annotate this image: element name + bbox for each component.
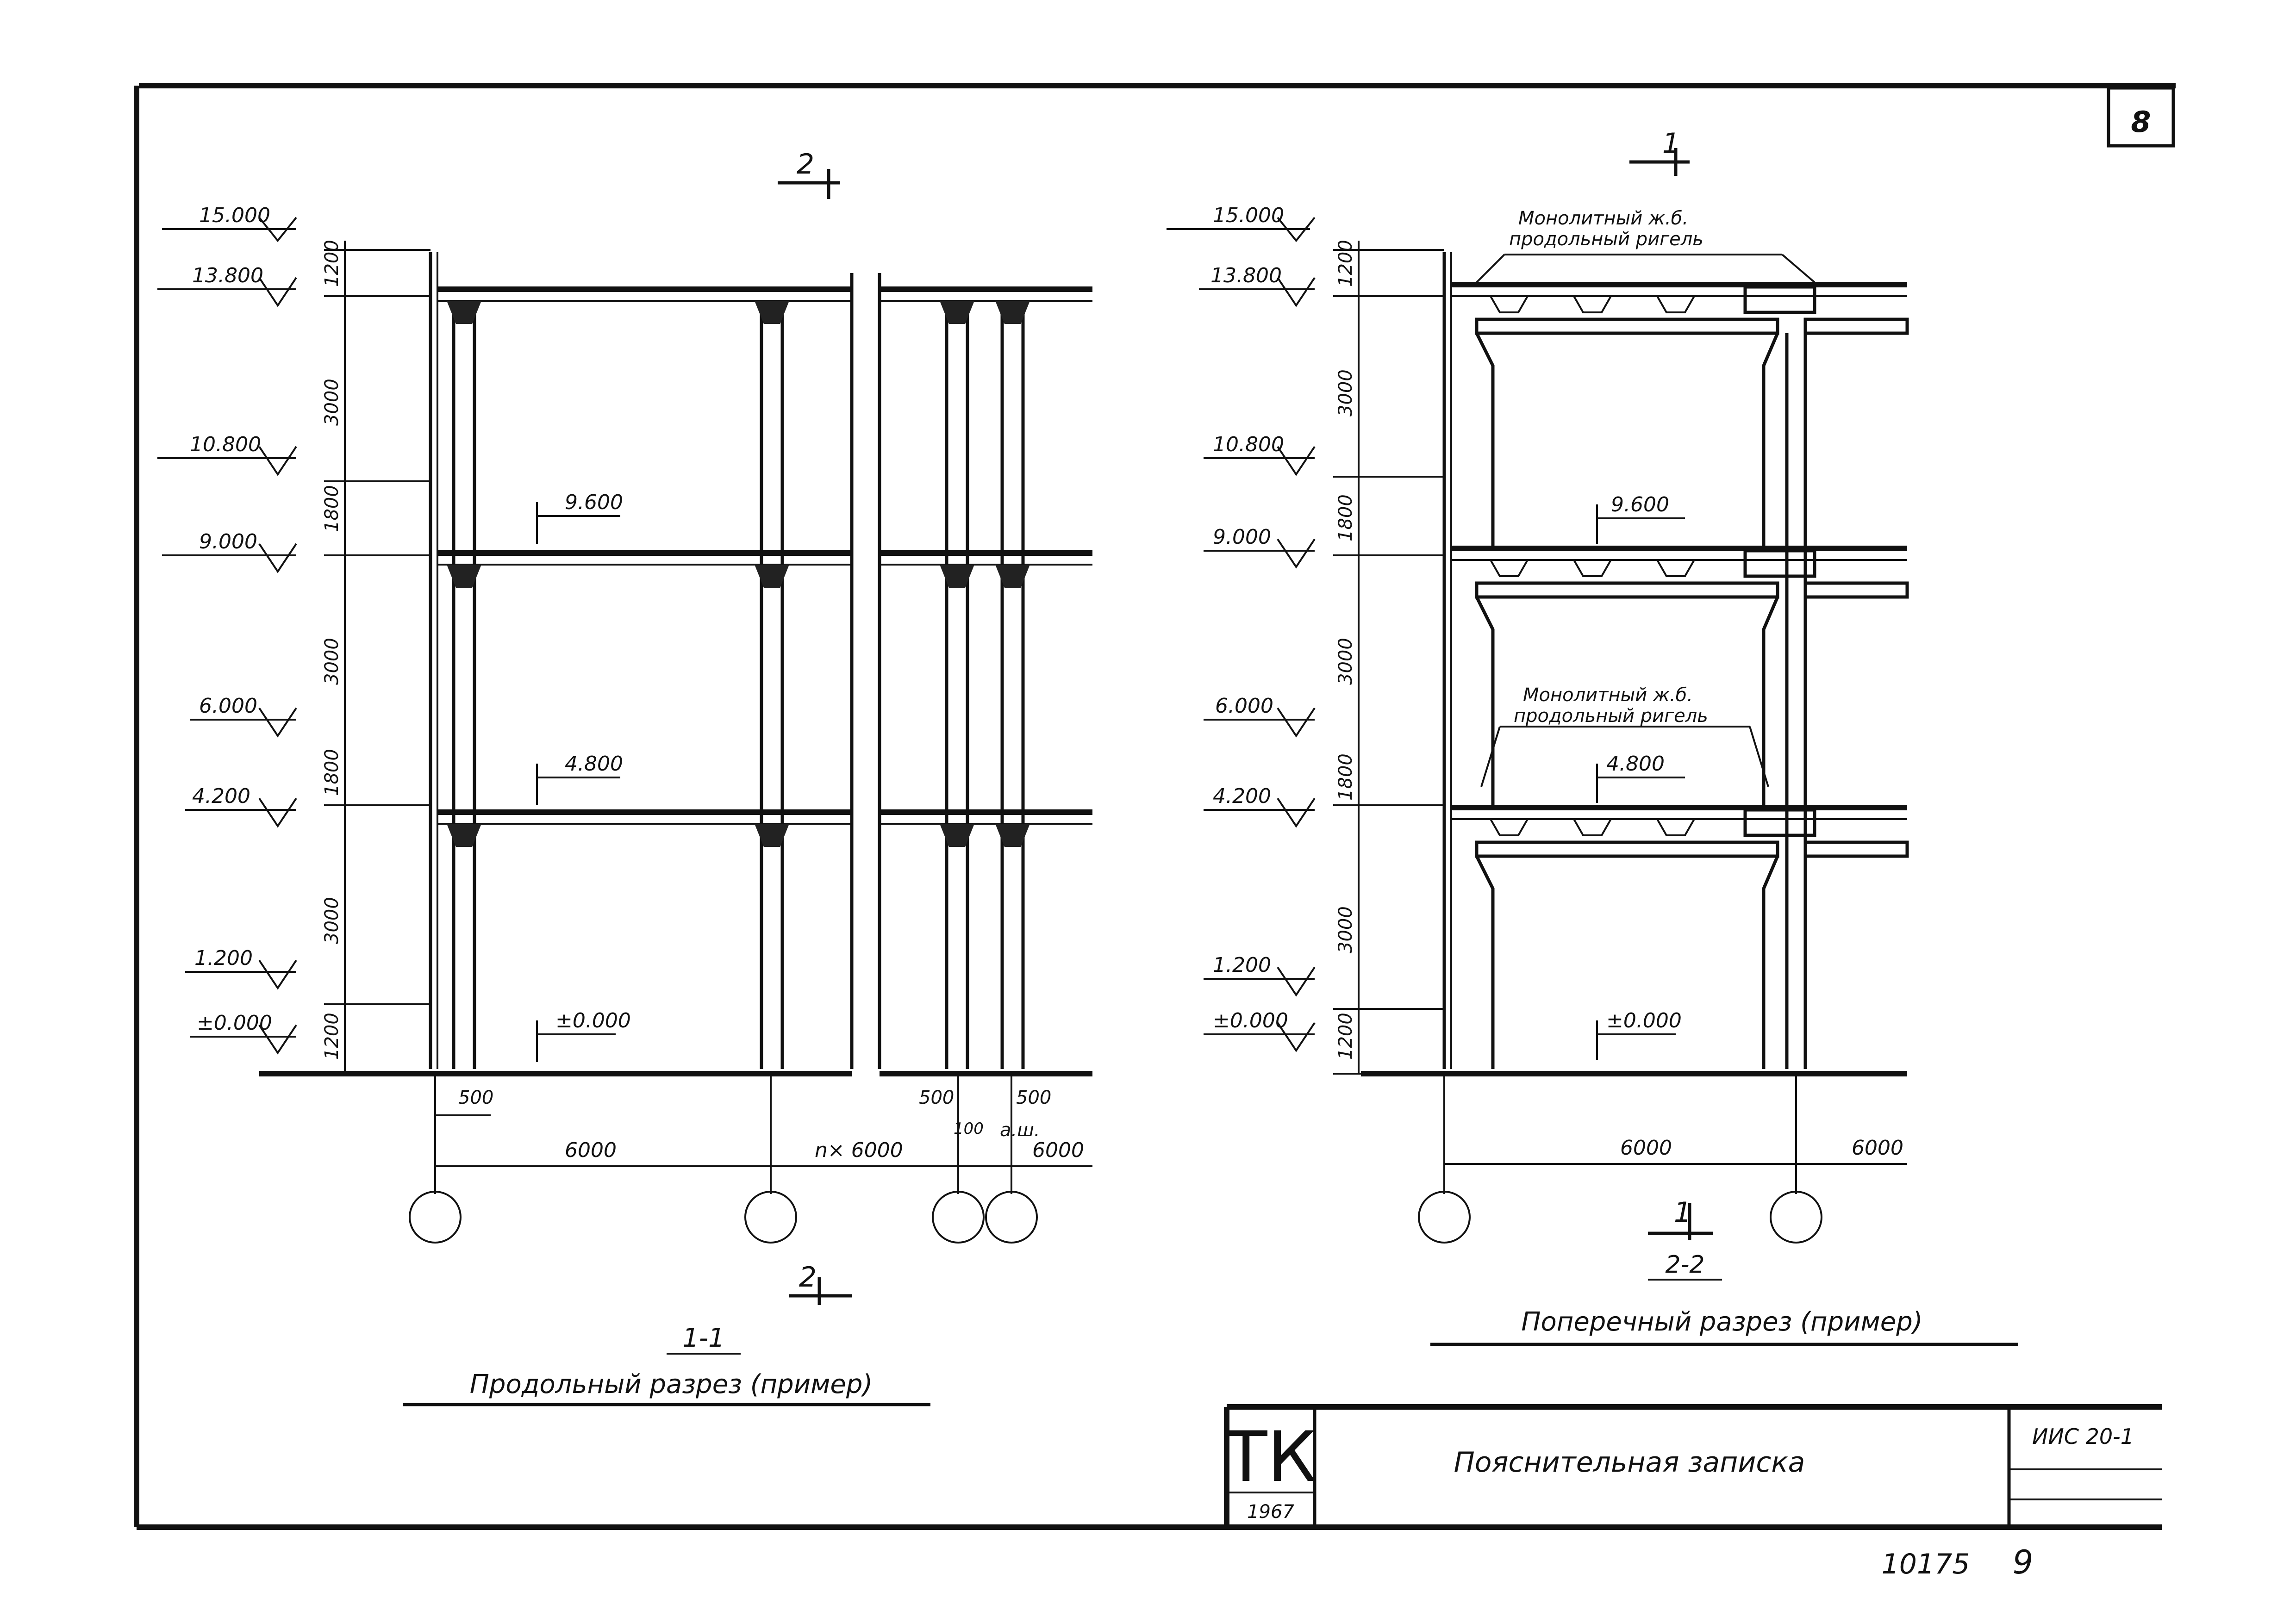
elev-2-3: 9.000 — [1213, 525, 1271, 549]
inventory-number: 10175 — [1882, 1548, 1970, 1580]
axis-bubbles-2 — [1418, 1191, 1822, 1244]
dim-1-4: 500 — [1016, 1087, 1051, 1108]
axis-bubbles-1 — [409, 1191, 1038, 1244]
height-chain-1: 1200 3000 1800 3000 1800 3000 1200 — [321, 240, 430, 1075]
elevation-marks-1: 15.000 13.800 10.800 9.000 6.000 4.200 1… — [157, 204, 297, 1055]
height-chain-2: 1200 3000 1800 3000 1800 3000 1200 — [1333, 240, 1444, 1075]
note-mid-line-2: продольный ригель — [1514, 705, 1708, 727]
elev-2-7: ±0.000 — [1213, 1009, 1288, 1032]
h-2-5: 3000 — [1335, 906, 1356, 953]
elev-2-4: 6.000 — [1215, 694, 1273, 718]
elevation-marks-2: 15.000 13.800 10.800 9.000 6.000 4.200 1… — [1167, 204, 1316, 1052]
level-1-1: 4.800 — [565, 752, 623, 776]
level-2-1: 4.800 — [1606, 752, 1665, 776]
sheet-frame — [134, 83, 2176, 1530]
cut-mark-2-bottom: 2 — [799, 1261, 817, 1293]
note-top-line-1: Монолитный ж.б. — [1518, 208, 1688, 229]
elev-2-6: 1.200 — [1213, 953, 1271, 977]
h-1-1: 3000 — [321, 379, 343, 426]
document-code: ИИС 20-1 — [2032, 1424, 2134, 1449]
frame-structure-2 — [1361, 252, 1909, 1076]
dim-1-0: 500 — [458, 1087, 493, 1108]
dim-1-6: a.ш. — [1000, 1119, 1040, 1141]
page-number: 9 — [2013, 1543, 2034, 1581]
h-1-4: 1800 — [321, 749, 343, 796]
dim-1-3: 500 — [919, 1087, 954, 1108]
elev-1-3: 9.000 — [199, 530, 257, 553]
elev-1-4: 6.000 — [199, 694, 257, 718]
dim-1-7: 6000 — [1032, 1138, 1084, 1162]
year: 1967 — [1247, 1501, 1294, 1523]
elev-1-6: 1.200 — [194, 946, 253, 970]
note-top-line-2: продольный ригель — [1509, 229, 1703, 250]
bottom-dims-1: 500 6000 n× 6000 500 500 100 a.ш. 6000 — [434, 1074, 1092, 1194]
elev-1-7: ±0.000 — [197, 1011, 272, 1035]
elev-1-5: 4.200 — [192, 784, 250, 808]
level-1-0: 9.600 — [565, 491, 623, 514]
elev-2-0: 15.000 — [1213, 204, 1284, 227]
dim-1-1: 6000 — [565, 1138, 617, 1162]
note-mid-line-1: Монолитный ж.б. — [1523, 684, 1693, 706]
level-2-2: ±0.000 — [1606, 1009, 1682, 1032]
dim-2-0: 6000 — [1620, 1136, 1672, 1160]
elev-1-1: 13.800 — [192, 264, 263, 287]
elev-2-5: 4.200 — [1213, 784, 1271, 808]
elev-1-0: 15.000 — [199, 204, 270, 227]
elev-2-1: 13.800 — [1210, 264, 1282, 287]
dim-2-1: 6000 — [1852, 1136, 1903, 1160]
level-2-0: 9.600 — [1611, 493, 1669, 516]
frame-structure-1 — [259, 252, 1092, 1076]
h-1-2: 1800 — [321, 485, 343, 532]
h-2-2: 1800 — [1335, 494, 1356, 541]
section-label-1-1: 1-1 — [682, 1323, 724, 1353]
elev-2-2: 10.800 — [1213, 433, 1284, 456]
h-2-1: 3000 — [1335, 369, 1356, 417]
h-1-5: 3000 — [321, 897, 343, 944]
level-1-2: ±0.000 — [555, 1009, 631, 1032]
section-title-2: Поперечный разрез (пример) — [1521, 1307, 1922, 1337]
dim-1-2: n× 6000 — [815, 1138, 903, 1162]
h-2-0: 1200 — [1335, 240, 1356, 287]
section-title-1: Продольный разрез (пример) — [470, 1369, 873, 1399]
org-mark: ТК — [1224, 1417, 1316, 1498]
h-2-3: 3000 — [1335, 638, 1356, 685]
h-1-6: 1200 — [321, 1013, 343, 1060]
h-2-4: 1800 — [1335, 753, 1356, 801]
h-1-0: 1200 — [321, 240, 343, 287]
h-1-3: 3000 — [321, 638, 343, 685]
bottom-dims-2: 6000 6000 — [1443, 1074, 1907, 1194]
document-title: Пояснительная записка — [1454, 1446, 1805, 1479]
section-2-2: 1 Монолитный ж.б. продольный ригель 15.0… — [1167, 127, 2018, 1346]
h-2-6: 1200 — [1335, 1013, 1356, 1060]
sheet-number: 8 — [2131, 105, 2151, 139]
cut-mark-2-top: 2 — [797, 148, 814, 180]
section-label-2-2: 2-2 — [1666, 1251, 1705, 1279]
title-block — [1224, 1404, 2162, 1527]
elev-1-2: 10.800 — [190, 433, 261, 456]
section-1-1: 2 15.000 13.800 10.800 9.000 6.000 4.200… — [157, 148, 1092, 1406]
